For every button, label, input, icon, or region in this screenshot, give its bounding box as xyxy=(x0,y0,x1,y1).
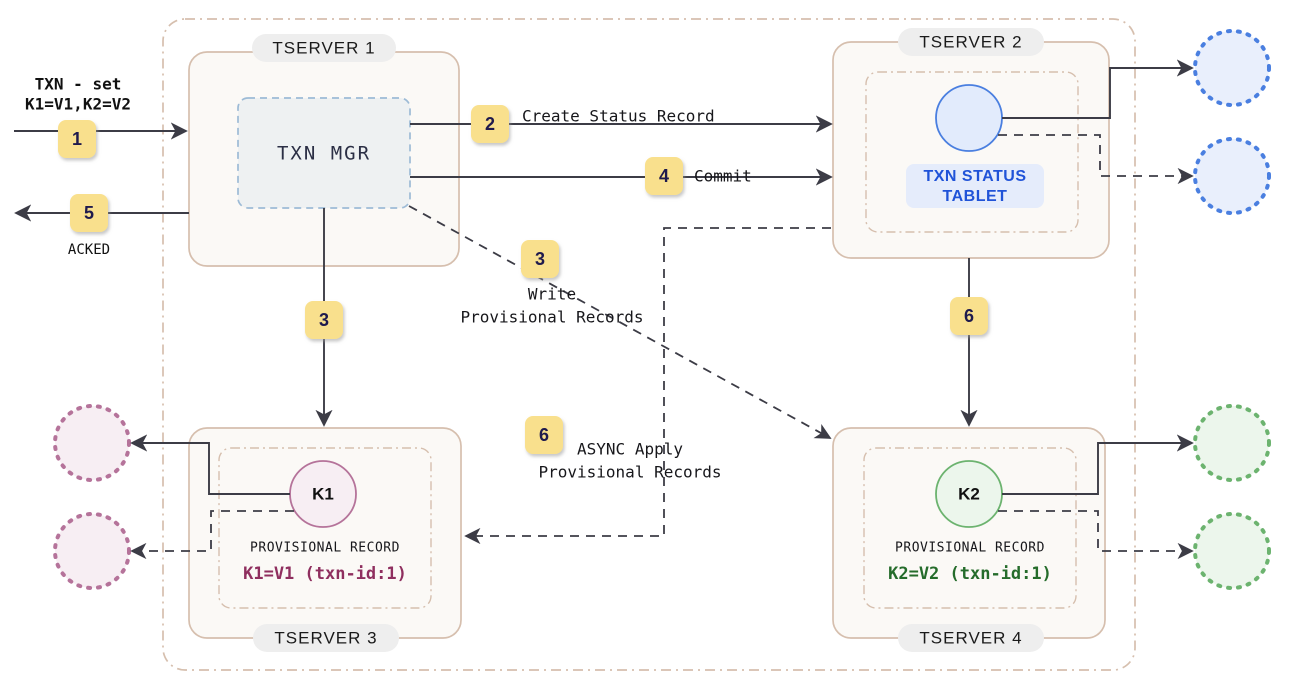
tserver4-record-header: PROVISIONAL RECORD xyxy=(895,541,1045,556)
step-badge-1[interactable]: 1 xyxy=(58,120,96,158)
tserver4-box xyxy=(832,427,1106,639)
tserver3-inner-box xyxy=(218,447,432,609)
step6-label-line1: ASYNC Apply xyxy=(577,440,683,459)
tserver4-label: TSERVER 4 xyxy=(919,628,1022,647)
tserver3-record-header: PROVISIONAL RECORD xyxy=(250,541,400,556)
step2-label: Create Status Record xyxy=(522,107,715,126)
tserver3-title-pill: TSERVER 3 xyxy=(253,624,399,652)
tserver2-label: TSERVER 2 xyxy=(919,32,1022,51)
tserver4-inner-box xyxy=(863,447,1077,609)
step-badge-4[interactable]: 4 xyxy=(645,157,683,195)
tserver2-tablet-circle xyxy=(935,84,1003,152)
step-badge-4-label: 4 xyxy=(659,166,669,186)
step-badge-3-diagonal[interactable]: 3 xyxy=(521,240,559,278)
step-badge-5[interactable]: 5 xyxy=(70,194,108,232)
tserver4-key-label: K2 xyxy=(958,484,980,503)
tserver2-replica-bottom xyxy=(1193,137,1271,215)
tserver2-title-pill: TSERVER 2 xyxy=(898,28,1044,56)
step-badge-2[interactable]: 2 xyxy=(471,105,509,143)
step-badge-1-label: 1 xyxy=(72,129,82,149)
step-badge-6-vertical[interactable]: 6 xyxy=(950,297,988,335)
edge-tserver2-replica-bottom xyxy=(998,134,1194,185)
tserver3-box xyxy=(188,427,462,639)
step-badge-6-async[interactable]: 6 xyxy=(525,416,563,454)
tserver1-title-pill: TSERVER 1 xyxy=(252,34,396,62)
step-badge-3-diagonal-label: 3 xyxy=(535,249,545,269)
step3-label-line1: Write xyxy=(528,285,576,304)
tserver3-record-value: K1=V1 (txn-id:1) xyxy=(243,564,407,584)
tserver2-replica-top xyxy=(1193,29,1271,107)
edge-tserver2-replica-top xyxy=(1002,59,1194,119)
cluster-boundary xyxy=(162,18,1136,671)
tserver1-label: TSERVER 1 xyxy=(272,38,375,57)
txn-mgr-label: TXN MGR xyxy=(277,143,371,165)
tserver4-record-value: K2=V2 (txn-id:1) xyxy=(888,564,1052,584)
step-badge-6-vertical-label: 6 xyxy=(964,306,974,326)
txn-status-tablet-label-l2: TABLET xyxy=(943,188,1008,205)
tserver3-replica-bottom xyxy=(53,512,131,590)
step6-label-line2: Provisional Records xyxy=(538,463,721,482)
acked-label: ACKED xyxy=(68,242,110,258)
tserver3-replica-top xyxy=(53,404,131,482)
edge-step3-write-provisional-diagonal xyxy=(408,205,832,439)
step-badge-6-async-label: 6 xyxy=(539,425,549,445)
tserver3-label: TSERVER 3 xyxy=(274,628,377,647)
tserver3-key-label: K1 xyxy=(312,484,334,503)
tserver4-replica-bottom xyxy=(1193,512,1271,590)
step4-label: Commit xyxy=(694,167,752,186)
edge-tserver4-replica-top xyxy=(1002,434,1194,495)
txn-status-tablet-pill: TXN STATUS TABLET xyxy=(906,164,1044,208)
tserver2-inner-box xyxy=(865,71,1079,233)
request-label-line1: TXN - set xyxy=(35,75,122,94)
txn-status-tablet-label-l1: TXN STATUS xyxy=(923,168,1026,185)
step-badge-2-label: 2 xyxy=(485,114,495,134)
tserver4-replica-top xyxy=(1193,404,1271,482)
step-badge-3-vertical[interactable]: 3 xyxy=(305,301,343,339)
edge-tserver4-replica-bottom xyxy=(998,510,1194,560)
step-badge-3-vertical-label: 3 xyxy=(319,310,329,330)
edge-tserver3-replica-top xyxy=(130,434,290,495)
request-label-line2: K1=V1,K2=V2 xyxy=(25,95,131,114)
step-badge-5-label: 5 xyxy=(84,203,94,223)
step3-label-line2: Provisional Records xyxy=(460,308,643,327)
edge-tserver3-replica-bottom xyxy=(130,510,294,560)
tserver4-title-pill: TSERVER 4 xyxy=(898,624,1044,652)
edge-step6-async-apply-to-tserver3 xyxy=(464,227,831,545)
